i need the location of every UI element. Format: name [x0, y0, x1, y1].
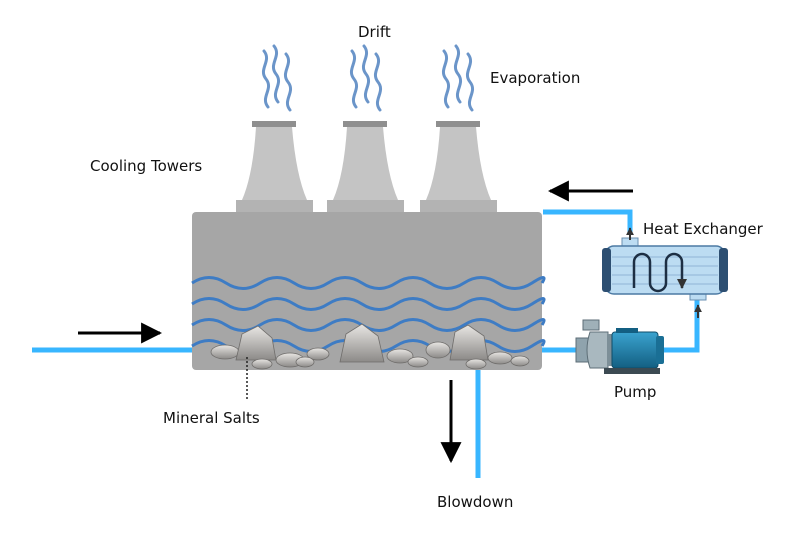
- label-pump: Pump: [614, 383, 657, 401]
- label-heat-exchanger: Heat Exchanger: [643, 220, 763, 238]
- tower-2: [327, 121, 404, 214]
- heat-exchanger-icon: [602, 237, 728, 301]
- tower-1: [236, 121, 313, 214]
- label-drift: Drift: [358, 23, 391, 41]
- tower-3: [420, 121, 497, 214]
- cooling-tower-icon: [236, 121, 497, 214]
- return-pipe: [543, 209, 633, 235]
- steam-icon: [261, 44, 475, 112]
- label-evaporation: Evaporation: [490, 69, 581, 87]
- pump-icon: [575, 319, 664, 374]
- rock-icon: [210, 323, 530, 370]
- pump-to-exchanger-pipe: [662, 300, 700, 353]
- label-blowdown: Blowdown: [437, 493, 514, 511]
- label-mineral-salts: Mineral Salts: [163, 409, 260, 427]
- label-cooling-towers: Cooling Towers: [90, 157, 203, 175]
